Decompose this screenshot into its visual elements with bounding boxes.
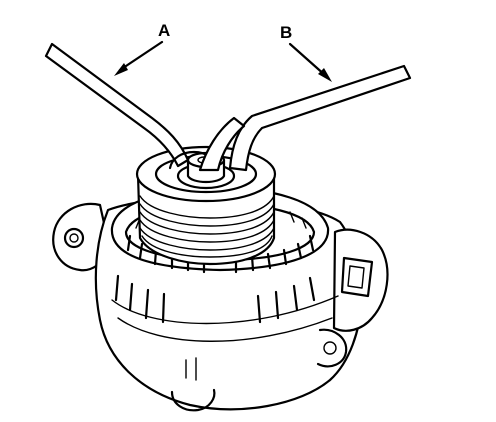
callout-a: A	[114, 21, 170, 76]
wrench-b	[198, 64, 412, 172]
callout-b-label: B	[280, 23, 292, 42]
callout-a-label: A	[158, 21, 170, 40]
callout-a-arrowhead	[114, 63, 128, 76]
callout-b: B	[280, 23, 332, 82]
callout-b-arrowhead	[318, 68, 332, 82]
